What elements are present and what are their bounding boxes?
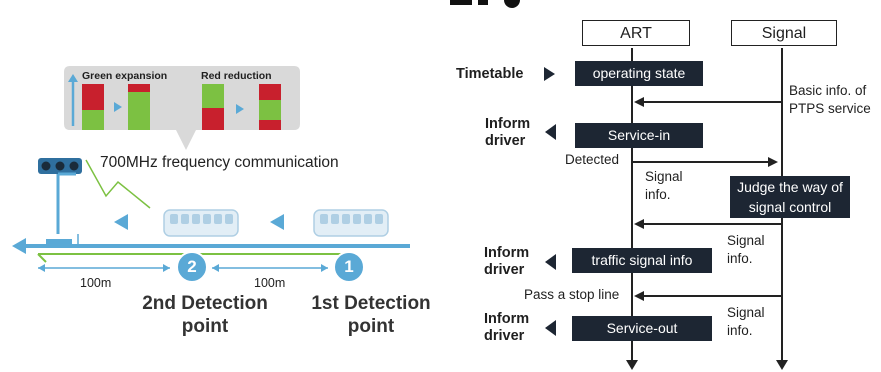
note-signal-info-3: Signal info. [727, 305, 765, 338]
direction-arrow-icon [114, 214, 128, 230]
detection-marker-1-label: 1 [344, 257, 354, 276]
phase-bar-before-green-exp [82, 84, 104, 110]
detection-point-1-label: 1st Detection point [311, 293, 431, 337]
detection-marker-2 [176, 251, 208, 283]
phase-label-green-expansion: Green expansion [82, 70, 168, 82]
road-arrow-icon [12, 238, 26, 254]
box-judge-signal-control: Judge the way of signal control [730, 176, 850, 218]
box-service-out: Service-out [572, 316, 712, 341]
side-label-inform-driver: Inform driver [484, 245, 530, 278]
detection-marker-2-label: 2 [187, 257, 197, 276]
note-signal-info-1: Signal info. [645, 169, 683, 202]
radio-wave-icon [85, 159, 151, 209]
phase-bubble [64, 66, 300, 150]
phase-arrow-icon [236, 104, 244, 114]
box-service-in: Service-in [575, 123, 703, 148]
cut-title-fragment [478, 0, 488, 5]
note-signal-info-2: Signal info. [727, 233, 765, 266]
pointer-icon [545, 254, 556, 270]
phase-bar-before-red-red [202, 84, 224, 108]
side-label-timetable: Timetable [456, 66, 524, 82]
side-label-inform-driver: Inform driver [485, 116, 531, 149]
direction-arrow-icon [270, 214, 284, 230]
phase-bar-after-red-red [259, 84, 281, 100]
header-art: ART [582, 20, 690, 46]
bus-icon [313, 209, 389, 237]
pointer-icon [544, 67, 555, 81]
pointer-icon [545, 320, 556, 336]
phase-bar-after-green-exp [128, 84, 150, 92]
distance-label: 100m [80, 276, 112, 290]
cut-title-fragment [504, 0, 520, 8]
header-signal: Signal [731, 20, 837, 46]
distance-label: 100m [254, 276, 286, 290]
comm-label: 700MHz frequency communication [100, 154, 339, 171]
box-traffic-signal-info: traffic signal info [572, 248, 712, 273]
cut-title-fragment [450, 0, 472, 5]
pointer-icon [545, 124, 556, 140]
phase-label-red-reduction: Red reduction [201, 70, 272, 82]
detection-point-2-label: 2nd Detection point [142, 293, 268, 337]
note-detected: Detected [565, 152, 620, 167]
detection-marker-1 [333, 251, 365, 283]
bus-icon [163, 209, 239, 237]
phase-arrow-icon [114, 102, 122, 112]
box-operating-state: operating state [575, 61, 703, 86]
note-basic-info: Basic info. of PTPS service [789, 83, 871, 116]
side-label-inform-driver: Inform driver [484, 311, 530, 344]
note-pass-stop-line: Pass a stop line [524, 287, 620, 302]
